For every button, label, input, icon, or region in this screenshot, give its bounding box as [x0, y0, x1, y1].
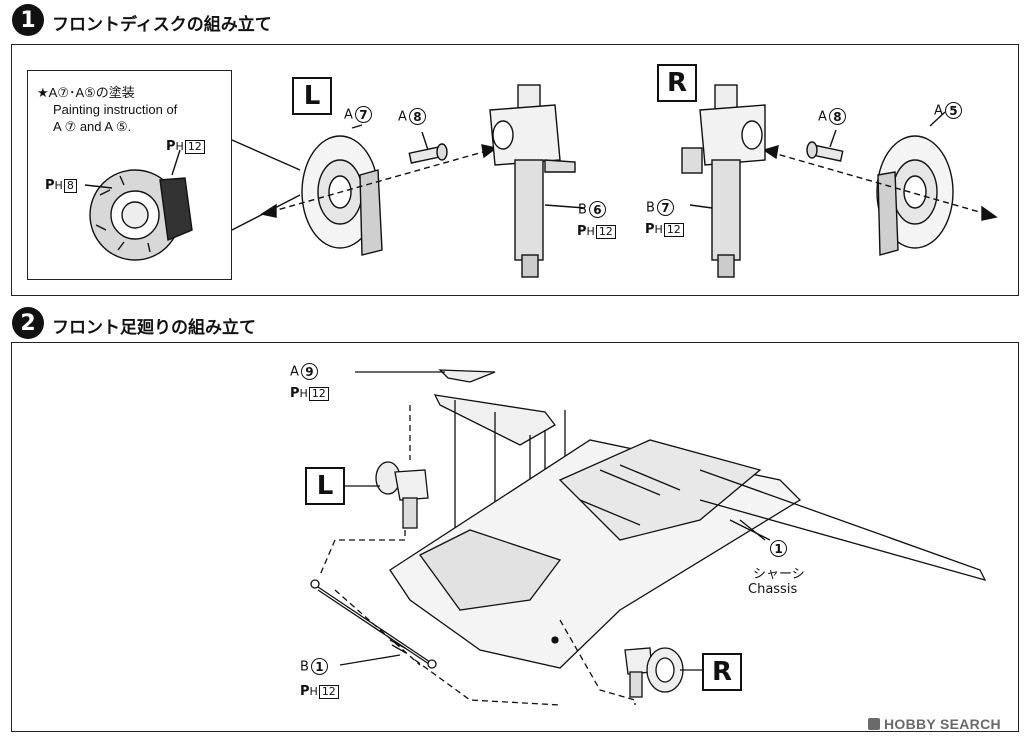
hobby-search-watermark: HOBBY SEARCH	[868, 716, 1001, 732]
inset-caliper	[84, 149, 193, 241]
chassis-body	[389, 439, 987, 669]
side-marker-right-step1: R	[657, 64, 697, 102]
step-2-title: フロント足廻りの組み立て	[52, 318, 256, 338]
step-1-title: フロントディスクの組み立て	[52, 15, 272, 35]
part-label-chassis-num: 1	[768, 540, 787, 557]
step2-left-knuckle	[345, 461, 429, 529]
painting-note-jp: ★A⑦･A⑤の塗装	[37, 85, 135, 100]
part-label-chassis-en: Chassis	[748, 582, 798, 597]
painting-note: ★A⑦･A⑤の塗装 Painting instruction of A ⑦ an…	[37, 84, 177, 135]
step-2-badge: 2	[12, 307, 44, 339]
right-arrow-head-in	[762, 145, 779, 160]
left-bolt	[408, 131, 448, 164]
dashed-path-left	[319, 520, 406, 576]
part-label-chassis-ja: シャーシ	[753, 567, 805, 582]
step-1-badge: 1	[12, 4, 44, 36]
right-bolt	[806, 129, 844, 162]
left-knuckle	[489, 84, 586, 278]
tie-rod-b1	[310, 579, 437, 669]
left-arrow-head-out	[260, 203, 277, 218]
right-rotor-assembly	[876, 111, 954, 256]
hobby-search-logo-icon	[868, 718, 880, 730]
side-marker-left-step1: L	[292, 77, 332, 115]
right-arrow-head-out	[981, 205, 998, 221]
painting-note-en-1: Painting instruction of	[53, 102, 178, 117]
right-axis-arrow	[769, 151, 991, 216]
watermark-text: HOBBY SEARCH	[884, 716, 1001, 732]
side-marker-right-step2: R	[702, 653, 742, 691]
callout-line-top	[231, 139, 301, 171]
step2-right-knuckle	[624, 647, 702, 698]
right-knuckle	[681, 84, 766, 278]
painting-note-en-2: A ⑦ and A ⑤.	[53, 119, 132, 134]
chassis-leader	[739, 519, 766, 541]
side-marker-left-step2: L	[305, 467, 345, 505]
dashed-path-right	[559, 619, 636, 705]
left-arrow-head-in	[481, 144, 498, 159]
left-axis-arrow	[269, 149, 491, 213]
